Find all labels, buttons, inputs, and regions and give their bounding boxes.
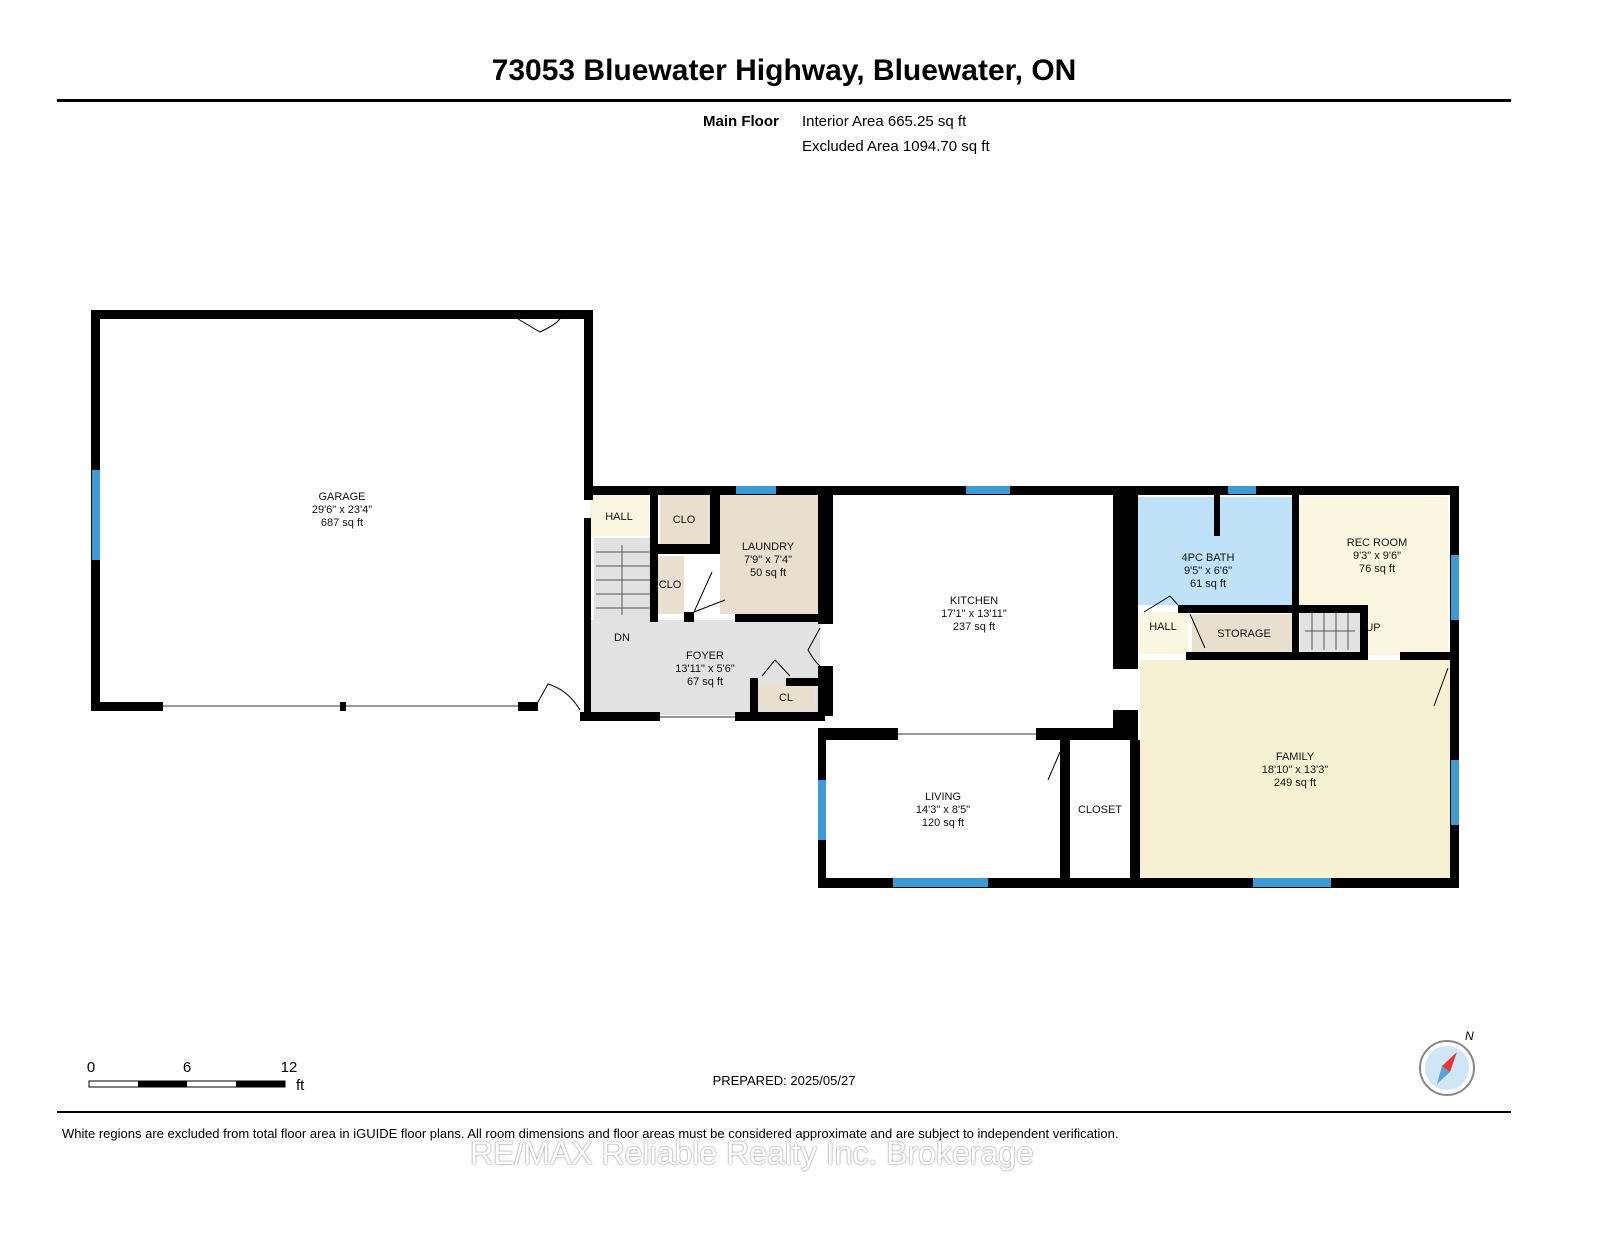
top-divider xyxy=(57,99,1511,102)
closet-label: CLOSET xyxy=(1078,804,1122,816)
garage-label: GARAGE xyxy=(318,491,365,503)
scale-tick-6: 6 xyxy=(183,1059,191,1076)
kitchen-area: 237 sq ft xyxy=(953,621,995,633)
hall1-fill xyxy=(590,494,652,536)
garage-dim: 29'6" x 23'4" xyxy=(312,504,372,516)
living-area: 120 sq ft xyxy=(922,817,964,829)
family-area: 249 sq ft xyxy=(1274,777,1316,789)
laundry-label: LAUNDRY xyxy=(742,541,795,553)
family-dim: 18'10" x 13'3" xyxy=(1262,764,1329,776)
interior-area: Interior Area 665.25 sq ft xyxy=(802,113,967,130)
cl-label: CL xyxy=(779,692,793,704)
watermark: RE/MAX Reliable Realty Inc. Brokerage xyxy=(470,1135,1034,1171)
scale-bar: 0 6 12 ft xyxy=(87,1059,305,1094)
door-swings xyxy=(517,318,1449,781)
storage-label: STORAGE xyxy=(1217,628,1271,640)
bath-dim: 9'5" x 6'6" xyxy=(1184,565,1232,577)
bottom-divider xyxy=(57,1111,1511,1113)
stair-treads-up xyxy=(1305,612,1355,650)
cl-fill xyxy=(757,683,815,711)
clo2-fill xyxy=(658,556,684,614)
windows xyxy=(92,470,1459,887)
garage-area: 687 sq ft xyxy=(321,517,363,529)
clo1-fill xyxy=(660,494,710,544)
laundry-fill xyxy=(720,494,818,614)
kitchen-dim: 17'1" x 13'11" xyxy=(941,608,1007,620)
storage-fill xyxy=(1192,614,1292,654)
foyer-dim: 13'11" x 5'6" xyxy=(675,663,735,675)
compass-icon: N xyxy=(1419,1029,1475,1096)
living-dim: 14'3" x 8'5" xyxy=(916,804,970,816)
scale-tick-12: 12 xyxy=(281,1059,298,1076)
bath-label: 4PC BATH xyxy=(1182,552,1235,564)
rec-dim: 9'3" x 9'6" xyxy=(1353,550,1401,562)
scale-unit: ft xyxy=(296,1077,305,1094)
foyer-area: 67 sq ft xyxy=(687,676,723,688)
stair-treads xyxy=(596,545,650,615)
stairs-dn-label: DN xyxy=(614,632,630,644)
hall1-label: HALL xyxy=(605,511,633,523)
kitchen-label: KITCHEN xyxy=(950,595,998,607)
laundry-dim: 7'9" x 7'4" xyxy=(744,554,792,566)
family-label: FAMILY xyxy=(1276,751,1315,763)
scale-tick-0: 0 xyxy=(87,1059,95,1076)
garage-door-post xyxy=(340,702,346,711)
compass-north: N xyxy=(1465,1029,1474,1043)
living-label: LIVING xyxy=(925,791,961,803)
bath-area: 61 sq ft xyxy=(1190,578,1226,590)
family-fill xyxy=(1140,660,1450,880)
hall2-label: HALL xyxy=(1149,621,1177,633)
floor-name: Main Floor xyxy=(703,113,779,130)
laundry-area: 50 sq ft xyxy=(750,567,786,579)
clo2-label: CLO xyxy=(659,579,682,591)
excluded-area: Excluded Area 1094.70 sq ft xyxy=(802,138,990,155)
foyer-label: FOYER xyxy=(686,650,724,662)
rec-area: 76 sq ft xyxy=(1359,563,1395,575)
hall2-fill xyxy=(1138,612,1188,654)
disclaimer: White regions are excluded from total fl… xyxy=(62,1126,1119,1141)
page-title: 73053 Bluewater Highway, Bluewater, ON xyxy=(491,54,1077,87)
rec-label: REC ROOM xyxy=(1347,537,1408,549)
prepared-date: PREPARED: 2025/05/27 xyxy=(713,1073,856,1088)
walls xyxy=(91,310,1459,888)
clo1-label: CLO xyxy=(673,514,696,526)
stairs-up-label: UP xyxy=(1365,622,1380,634)
